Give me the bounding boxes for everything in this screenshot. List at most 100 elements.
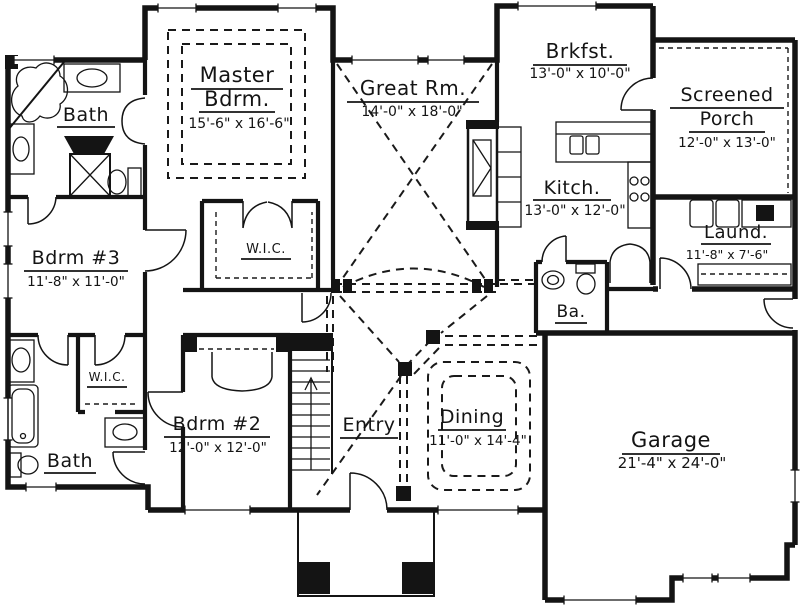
kitchen-counters xyxy=(555,121,652,229)
front-porch xyxy=(297,510,435,597)
side-entry-door xyxy=(763,298,794,329)
room-label-garage: Garage xyxy=(631,428,711,452)
kitchen-sink xyxy=(569,135,584,155)
room-label-porch-1: Screened xyxy=(680,84,773,106)
window xyxy=(157,3,197,13)
room-label-breakfast: Brkfst. xyxy=(546,39,615,63)
sink xyxy=(11,347,31,373)
master-bath-double-door xyxy=(121,97,146,145)
room-dims-garage: 21'-4" x 24'-0" xyxy=(618,454,727,472)
laundry-door xyxy=(659,257,692,290)
room-label-master-bath: Bath xyxy=(63,104,109,126)
fireplace-media-wall xyxy=(466,120,522,230)
great-room-ceiling-x xyxy=(336,63,493,283)
front-door xyxy=(349,472,388,511)
room-label-hall-bath: Bath xyxy=(47,450,93,472)
room-label-laundry: Laund. xyxy=(704,222,768,243)
labels: Bath Master Bdrm. 15'-6" x 16'-6" Great … xyxy=(24,39,784,474)
room-dims-breakfast: 13'-0" x 10'-0" xyxy=(529,66,630,82)
sink xyxy=(76,68,108,88)
window xyxy=(3,263,13,299)
master-wic-shelves xyxy=(215,212,313,279)
doors xyxy=(27,77,794,511)
cooktop-burner xyxy=(629,192,639,202)
toilet xyxy=(107,169,127,195)
room-dims-bedroom2: 12'-0" x 12'-0" xyxy=(169,440,267,456)
room-label-entry: Entry xyxy=(342,414,395,436)
room-label-master-wic: W.I.C. xyxy=(246,242,286,257)
toilet-tank xyxy=(127,167,142,198)
pantry-doors xyxy=(609,243,651,283)
master-bath-hall-door xyxy=(27,196,57,225)
cooktop-burner xyxy=(640,176,650,186)
toilet xyxy=(576,273,596,295)
sink xyxy=(541,270,565,290)
room-label-great-room: Great Rm. xyxy=(360,76,466,100)
bathtub xyxy=(7,384,39,448)
window xyxy=(277,3,317,13)
room-label-powder: Ba. xyxy=(557,302,586,322)
porch-column xyxy=(402,562,434,594)
gallery-closet-door xyxy=(301,292,332,323)
porch-screen xyxy=(659,47,789,193)
master-bath-fixtures xyxy=(7,61,142,198)
entry-arch xyxy=(342,267,485,288)
bedroom2-closet-doors xyxy=(211,352,273,392)
dining-tray-inner xyxy=(441,375,517,477)
room-label-bedroom2: Bdrm #2 xyxy=(173,413,262,435)
master-tray-inner xyxy=(181,43,292,165)
window xyxy=(437,505,519,515)
cooktop-burner xyxy=(629,176,639,186)
room-label-hall-wic: W.I.C. xyxy=(89,370,126,384)
room-dims-kitchen: 13'-0" x 12'-0" xyxy=(524,203,625,219)
columns xyxy=(183,279,493,501)
room-dims-great-room: 14'-0" x 18'-0" xyxy=(361,104,462,120)
room-dims-bedroom3: 11'-8" x 11'-0" xyxy=(27,274,125,290)
master-wic-double-door xyxy=(242,201,293,229)
room-label-master-1: Master xyxy=(200,63,275,87)
interior-walls xyxy=(8,60,653,510)
laundry-fixtures xyxy=(689,199,792,286)
room-label-bedroom3: Bdrm #3 xyxy=(32,247,121,269)
entry-vault xyxy=(316,279,540,496)
cooktop-burner xyxy=(640,192,650,202)
window xyxy=(184,505,251,515)
toilet xyxy=(17,455,39,475)
stairs xyxy=(290,333,333,474)
corner-tub xyxy=(11,62,69,123)
room-dims-master: 15'-6" x 16'-6" xyxy=(188,116,289,132)
room-dims-laundry: 11'-8" x 7'-6" xyxy=(686,247,769,262)
window xyxy=(717,573,751,583)
dryer xyxy=(715,199,740,228)
toilet-tank xyxy=(575,263,596,274)
shower-head-wall xyxy=(64,136,114,154)
room-dims-dining: 11'-0" x 14'-4" xyxy=(429,433,527,449)
bath-from-bedroom3-door xyxy=(37,334,69,366)
laundry-sink xyxy=(756,205,774,221)
window xyxy=(563,595,637,605)
stairs-direction-arrow xyxy=(304,376,318,470)
window xyxy=(3,211,13,247)
ceiling-details xyxy=(85,29,789,496)
powder-door xyxy=(541,235,567,263)
porch-column xyxy=(298,562,330,594)
window xyxy=(682,573,713,583)
room-label-kitchen: Kitch. xyxy=(544,177,601,199)
window xyxy=(517,1,597,11)
window xyxy=(25,482,57,492)
room-label-master-2: Bdrm. xyxy=(204,87,270,111)
window xyxy=(351,55,419,65)
kitchen-sink xyxy=(585,135,600,155)
hall-bath-door xyxy=(112,451,146,485)
window xyxy=(790,469,800,503)
sink xyxy=(12,136,30,162)
window xyxy=(13,55,55,65)
entry-beam xyxy=(334,283,534,293)
porch-door xyxy=(620,77,654,111)
room-label-porch-2: Porch xyxy=(700,108,755,130)
bedroom3-door xyxy=(144,229,187,272)
bedroom2-door xyxy=(147,391,184,428)
washer xyxy=(689,199,714,228)
window xyxy=(427,55,465,65)
